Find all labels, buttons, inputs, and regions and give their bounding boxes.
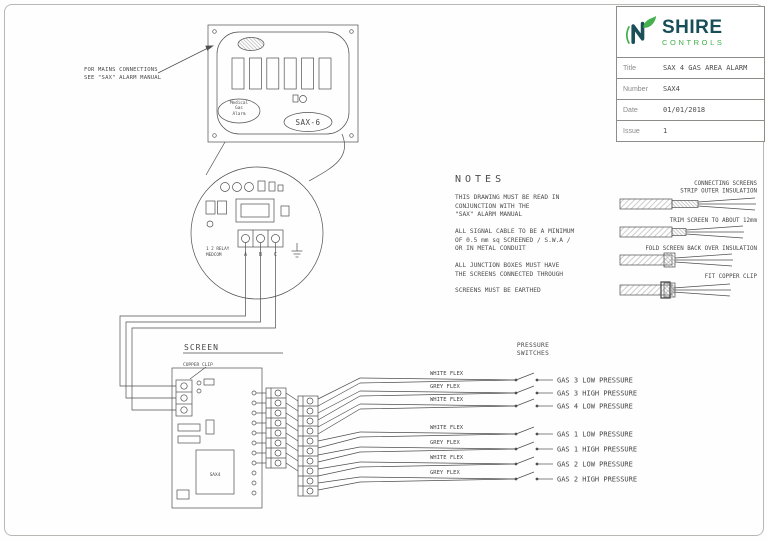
drawing-text-labels: SAX-6 SCREEN COPPER CLIP 1 2 RELAY MEDCO…	[183, 118, 758, 484]
flex-label: WHITE FLEX	[430, 397, 464, 403]
note-paragraph: SCREENS MUST BE EARTHED	[455, 287, 541, 295]
field-label-number: Number	[623, 85, 648, 93]
notes-block: NOTES THIS DRAWING MUST BE READ IN CONJU…	[455, 174, 627, 304]
screen-label: SCREEN	[184, 343, 219, 352]
flex-label: GREY FLEX	[430, 440, 460, 446]
date-field-row: Date 01/01/2018	[617, 99, 764, 120]
cable-step-clip	[619, 281, 732, 299]
shire-logo-icon	[625, 15, 657, 44]
title-field-row: Title SAX 4 GAS AREA ALARM	[617, 57, 764, 78]
mains-connection-note: FOR MAINS CONNECTIONS SEE "SAX" ALARM MA…	[84, 67, 162, 82]
gas-circuit-label: GAS 4 LOW PRESSURE	[557, 403, 633, 411]
terminal-b-label: B	[259, 252, 262, 258]
relay-body	[235, 198, 275, 223]
brand-name: SHIRE	[662, 16, 723, 38]
copper-clip-shape	[660, 281, 671, 299]
bottom-pcb	[171, 367, 263, 509]
field-value-title: SAX 4 GAS AREA ALARM	[663, 64, 748, 72]
panel-model-label: SAX-6	[295, 118, 320, 127]
flex-label: WHITE FLEX	[430, 371, 464, 377]
sheet-border	[4, 4, 764, 536]
field-value-number: SAX4	[663, 85, 680, 93]
step-clip-label: FIT COPPER CLIP	[705, 274, 758, 280]
note-paragraph: THIS DRAWING MUST BE READ IN CONJUNCTION…	[455, 194, 560, 219]
relay-label-line1: 1 2 RELAY	[206, 246, 230, 252]
field-value-date: 01/01/2018	[663, 106, 706, 114]
gas-circuit-label: GAS 1 LOW PRESSURE	[557, 431, 633, 439]
medical-gas-alarm-text: Medical Gas Alarm	[229, 101, 249, 117]
step-strip-label: STRIP OUTER INSULATION	[680, 189, 757, 195]
sax6-oval	[283, 112, 333, 132]
step-trim-label: TRIM SCREEN TO ABOUT 12mm	[670, 218, 758, 224]
brand-subtitle: CONTROLS	[662, 37, 725, 47]
connecting-screens-heading: CONNECTING SCREENS	[694, 181, 757, 187]
gas-circuit-label: GAS 3 HIGH PRESSURE	[557, 390, 637, 398]
cable-step-strip	[619, 197, 757, 211]
cable-step-trim	[619, 225, 745, 239]
gas-circuit-label: GAS 2 HIGH PRESSURE	[557, 476, 637, 484]
copper-clip-label: COPPER CLIP	[183, 362, 213, 368]
terminal-c-label: C	[274, 252, 277, 258]
terminal-a-label: A	[244, 252, 247, 258]
pressure-switches-label: PRESSURE SWITCHES	[516, 342, 550, 358]
screen-cable-routing	[119, 243, 276, 411]
earth-symbol	[291, 243, 303, 258]
field-label-issue: Issue	[623, 127, 640, 135]
brand-text: SHIRE CONTROLS	[662, 18, 724, 47]
copper-clip-terminal	[175, 379, 193, 417]
field-label-title: Title	[623, 64, 636, 72]
chip-label: SAX4	[210, 472, 221, 478]
gas-circuit-label: GAS 1 HIGH PRESSURE	[557, 446, 637, 454]
field-value-issue: 1	[663, 127, 668, 135]
note-paragraph: ALL SIGNAL CABLE TO BE A MINIMUM OF 0.5 …	[455, 228, 575, 253]
flex-label: GREY FLEX	[430, 384, 460, 390]
gas-circuit-label: GAS 2 LOW PRESSURE	[557, 461, 633, 469]
relay-label-line2: MEDCOM	[206, 252, 222, 258]
flex-label: WHITE FLEX	[430, 425, 464, 431]
issue-field-row: Issue 1	[617, 120, 764, 141]
note-paragraph: ALL JUNCTION BOXES MUST HAVE THE SCREENS…	[455, 262, 564, 278]
flex-label: GREY FLEX	[430, 470, 460, 476]
arrowhead	[205, 45, 214, 51]
brand-logo: SHIRE CONTROLS	[617, 7, 764, 57]
number-field-row: Number SAX4	[617, 78, 764, 99]
cable-step-fold	[619, 252, 734, 268]
notes-heading: NOTES	[455, 174, 506, 185]
speaker-grille	[237, 37, 265, 51]
leader-lines	[157, 45, 345, 380]
flex-label: WHITE FLEX	[430, 455, 464, 461]
gas-circuit-label: GAS 3 LOW PRESSURE	[557, 377, 633, 385]
step-fold-label: FOLD SCREEN BACK OVER INSULATION	[645, 246, 757, 252]
alarm-panel-drawing	[207, 24, 359, 143]
medical-gas-alarm-oval	[217, 98, 261, 124]
pcb-detail-circle	[190, 166, 324, 300]
junction-terminal-strips	[256, 377, 361, 497]
ic-chip	[195, 449, 235, 495]
field-label-date: Date	[623, 106, 638, 114]
cable-prep-illustrations	[619, 197, 757, 299]
title-block: SHIRE CONTROLS Title SAX 4 GAS AREA ALAR…	[616, 6, 765, 142]
